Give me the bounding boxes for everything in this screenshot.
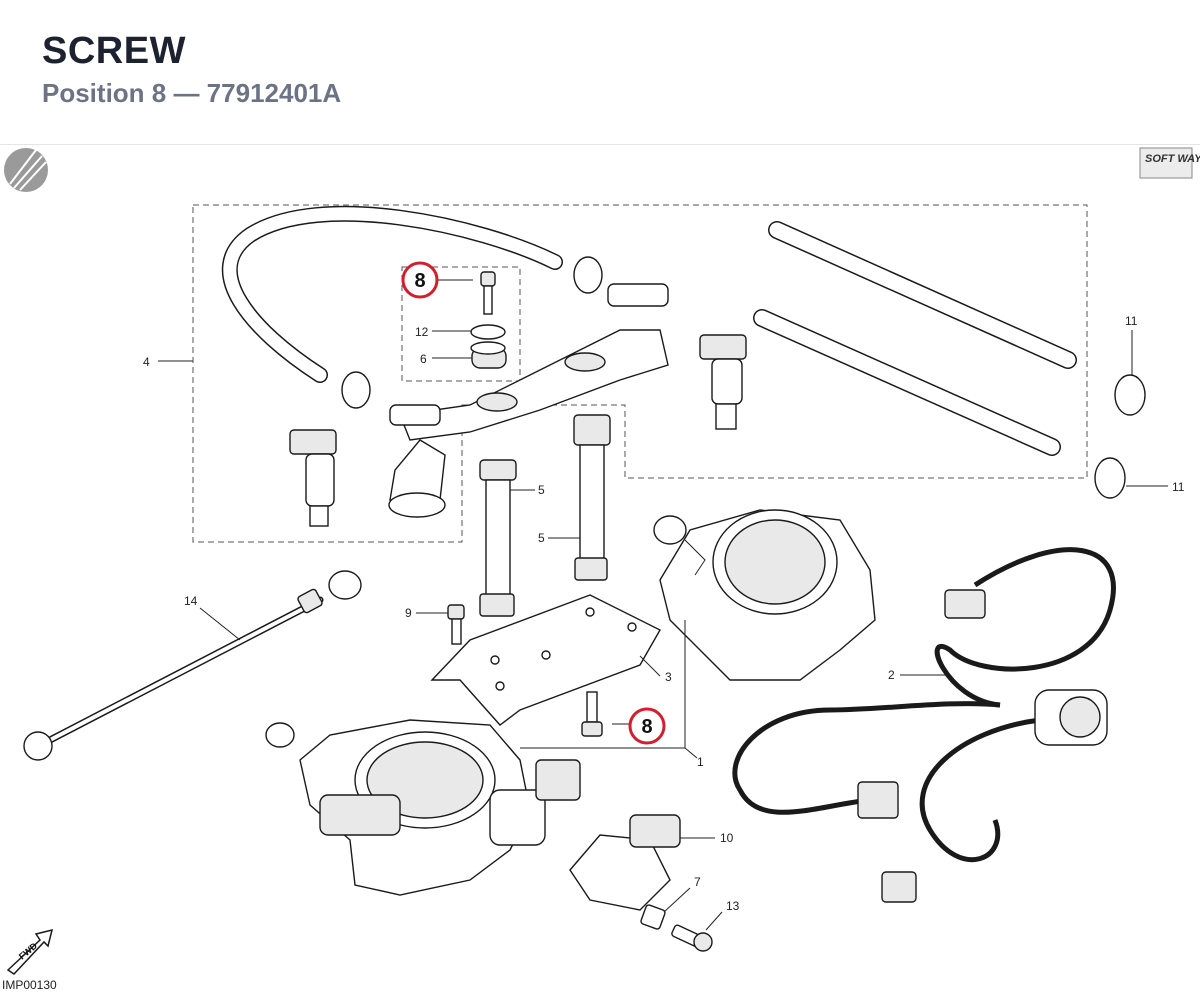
- screw-13: [671, 924, 713, 952]
- screw-9: [447, 604, 465, 645]
- throttle-body-upper: [653, 509, 876, 681]
- group-4-outline: [192, 204, 1088, 543]
- callout-8-lower[interactable]: 8: [628, 707, 666, 745]
- callout-11-upper: 11: [1125, 314, 1138, 328]
- plate-7: [640, 904, 666, 930]
- corner-stamp-icon: [4, 148, 48, 192]
- forward-arrow-icon: FWD: [6, 928, 54, 975]
- brand-logo: SOFT WAY: [1139, 147, 1200, 179]
- callout-5-left: 5: [538, 483, 545, 497]
- grommet-6: [470, 341, 507, 369]
- callout-1: 1: [697, 755, 704, 769]
- svg-text:8: 8: [414, 270, 425, 292]
- callout-9: 9: [405, 606, 412, 620]
- callout-6: 6: [420, 352, 427, 366]
- svg-text:8: 8: [641, 716, 652, 738]
- header-divider: [0, 144, 1200, 145]
- throttle-body-lower: [265, 719, 581, 896]
- wiring-harness-2: [732, 547, 1116, 903]
- callout-11-lower: 11: [1172, 480, 1185, 494]
- callout-5-right: 5: [538, 531, 545, 545]
- screw-part-8: [480, 271, 496, 315]
- fuel-rail: [388, 283, 669, 518]
- throttle-position-sensor-10: [569, 814, 681, 911]
- callout-7: 7: [694, 875, 701, 889]
- callout-14: 14: [184, 594, 198, 608]
- leader-lines: [158, 279, 1168, 931]
- bracket-3: [430, 594, 661, 726]
- screw-part-8-lower: [581, 691, 603, 737]
- hose-clamp-icon: [341, 256, 1146, 499]
- fuel-hose-straight-lower: [753, 309, 1061, 456]
- page-title: SCREW: [42, 30, 186, 72]
- callout-4: 4: [143, 355, 150, 369]
- linkage-rod-14: [23, 570, 362, 761]
- callout-2: 2: [888, 668, 895, 682]
- image-code: IMP00130: [2, 978, 57, 992]
- group-screw-outline: [401, 266, 521, 382]
- callout-8-upper[interactable]: 8: [401, 261, 439, 299]
- callout-10: 10: [720, 831, 734, 845]
- callout-3: 3: [665, 670, 672, 684]
- fuel-injector-left: [289, 429, 337, 527]
- washer-12: [470, 324, 506, 340]
- callout-12: 12: [415, 325, 429, 339]
- fuel-hose-straight-upper: [768, 221, 1077, 369]
- spacer-5-right: [573, 414, 611, 581]
- callout-13: 13: [726, 899, 740, 913]
- fuel-injector-right: [699, 334, 747, 430]
- spacer-5-left: [479, 459, 517, 617]
- svg-text:SOFT WAY: SOFT WAY: [1145, 153, 1200, 165]
- page-subtitle: Position 8 — 77912401A: [42, 78, 342, 108]
